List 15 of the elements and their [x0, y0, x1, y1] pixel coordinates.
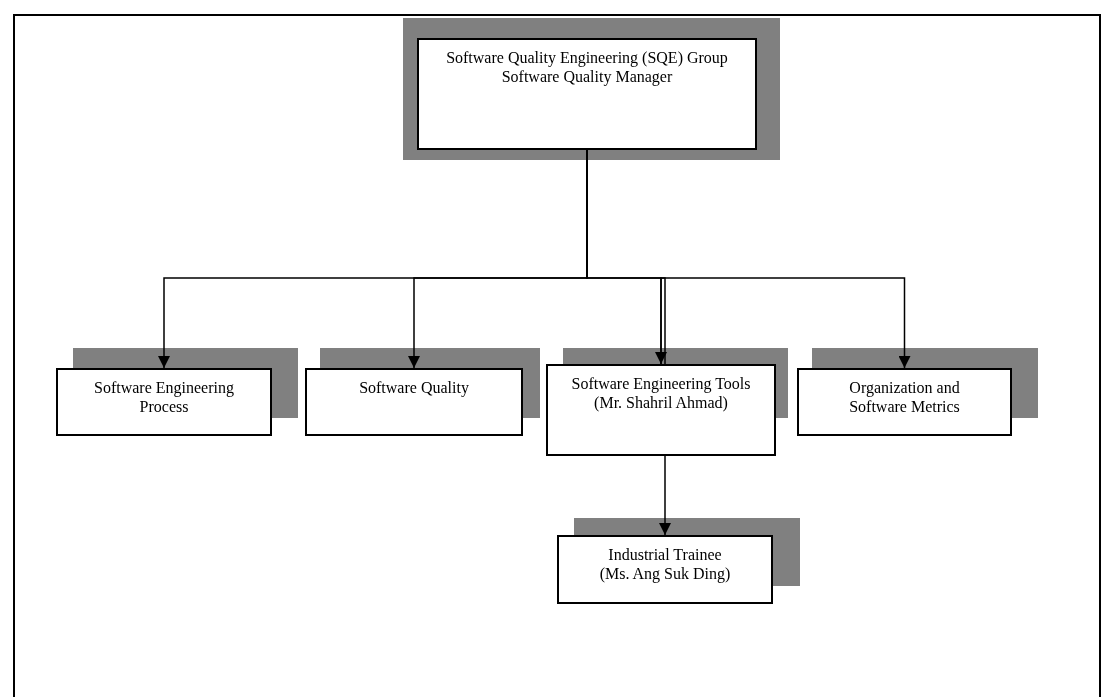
org-box [546, 364, 776, 456]
org-box [797, 368, 1012, 436]
box-text: Organization and Software Metrics [848, 378, 961, 416]
box-text: Software Engineering Tools [571, 374, 751, 393]
org-box [557, 535, 773, 604]
box-text: Software Engineering Process [93, 378, 235, 416]
org-box [417, 38, 757, 150]
box-text: (Mr. Shahril Ahmad) [594, 393, 728, 412]
box-text: Industrial Trainee [608, 545, 722, 564]
box-text: Software Quality Manager [501, 67, 673, 86]
org-box [56, 368, 272, 436]
box-text: Software Quality [359, 378, 469, 397]
box-text: (Ms. Ang Suk Ding) [599, 564, 731, 583]
box-text: Software Quality Engineering (SQE) Group [446, 48, 728, 67]
org-box [305, 368, 523, 436]
